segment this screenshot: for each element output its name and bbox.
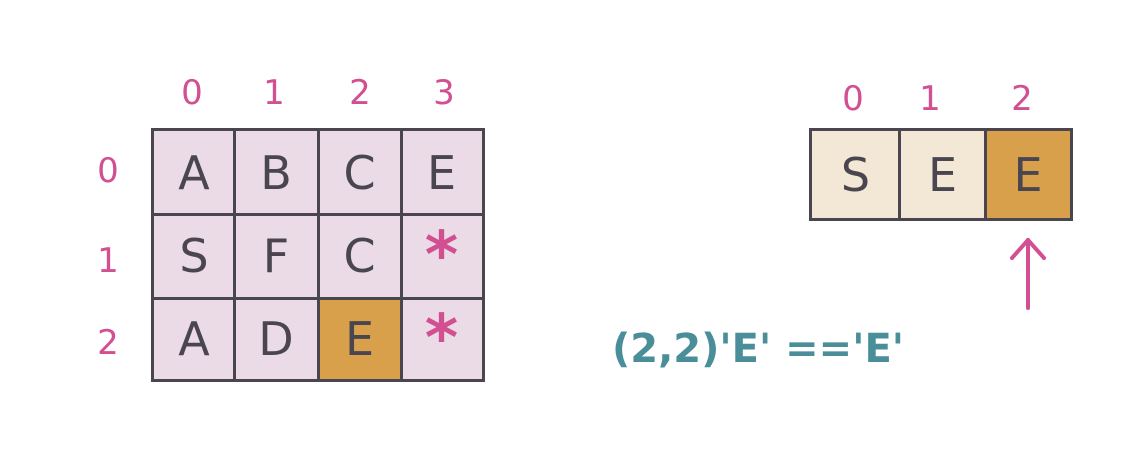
word-divider bbox=[984, 131, 987, 218]
word-cell-1: E bbox=[899, 131, 986, 218]
grid-row-index-1: 1 bbox=[97, 241, 119, 281]
grid-col-index-1: 1 bbox=[263, 73, 285, 113]
grid-cell-2-3-visited-marker: * bbox=[424, 301, 459, 376]
word-index-0: 0 bbox=[842, 79, 864, 119]
word-cell-2-highlighted: E bbox=[986, 131, 1070, 218]
grid-divider bbox=[154, 213, 482, 216]
grid-cell-1-0: S bbox=[179, 229, 209, 283]
grid-cell-1-1: F bbox=[262, 229, 290, 283]
grid-cell-0-0: A bbox=[178, 145, 210, 200]
grid-divider bbox=[400, 131, 403, 379]
grid-divider bbox=[154, 297, 482, 300]
word-divider bbox=[898, 131, 901, 218]
word-index-2: 2 bbox=[1011, 79, 1033, 119]
word-array: S E E bbox=[809, 128, 1073, 221]
grid-cell-0-3: E bbox=[426, 145, 457, 200]
grid-col-index-3: 3 bbox=[433, 73, 455, 113]
grid-cell-0-1: B bbox=[260, 145, 292, 200]
grid-col-index-2: 2 bbox=[349, 73, 371, 113]
grid-divider bbox=[233, 131, 236, 379]
grid-col-index-0: 0 bbox=[181, 73, 203, 113]
grid-row-index-2: 2 bbox=[97, 323, 119, 363]
grid-cell-2-1: D bbox=[258, 311, 294, 366]
grid-cell-2-0: A bbox=[178, 311, 210, 366]
grid-row-index-0: 0 bbox=[97, 151, 119, 191]
grid-cell-1-2: C bbox=[343, 229, 376, 283]
comparison-caption: (2,2)'E' =='E' bbox=[612, 326, 905, 372]
grid-cell-0-2: C bbox=[343, 145, 376, 200]
word-index-1: 1 bbox=[919, 79, 941, 119]
word-cell-0: S bbox=[812, 131, 899, 218]
letter-grid: A B C E S F C * A D E * bbox=[151, 128, 485, 382]
up-arrow-icon bbox=[1010, 238, 1046, 310]
grid-cell-1-3-visited-marker: * bbox=[424, 219, 459, 293]
grid-cell-2-2-highlighted: E bbox=[318, 298, 401, 379]
grid-divider bbox=[317, 131, 320, 379]
